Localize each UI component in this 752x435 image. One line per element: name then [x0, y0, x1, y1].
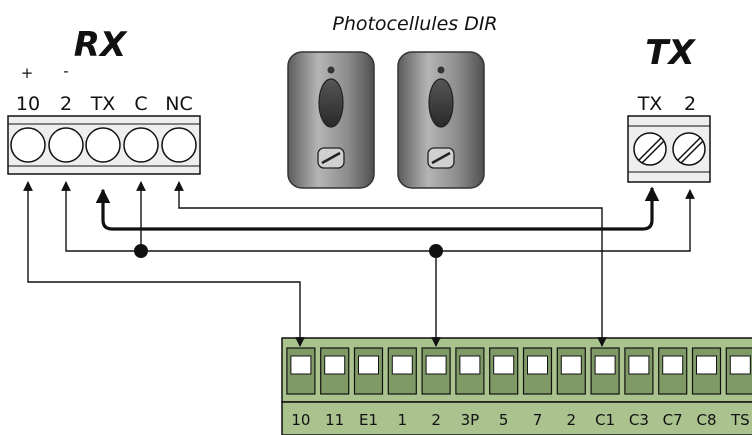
board-terminal-label: 5 [499, 411, 509, 429]
wire-rx2-tx2 [61, 181, 695, 252]
tx-title: TX [645, 33, 696, 73]
board-terminal-slot [489, 347, 519, 395]
board-terminal-slot [725, 347, 752, 395]
diagram-caption: Photocellules DIR [332, 13, 497, 35]
board-terminal-label: 2 [567, 411, 577, 429]
rx-terminal-labels: 10 2 TX C NC [16, 93, 193, 115]
rx-screw [85, 127, 121, 163]
rx-minus-sign: - [63, 62, 68, 80]
board-terminal-label: TS [730, 411, 750, 429]
board-terminal-label: 7 [533, 411, 543, 429]
board-terminal-label: 10 [291, 411, 310, 429]
rx-screw [10, 127, 46, 163]
board-terminal-slot [320, 347, 350, 395]
board-terminal-label: C1 [595, 411, 615, 429]
tx-terminal-label: 2 [684, 93, 696, 115]
board-terminal-label: E1 [359, 411, 378, 429]
board-terminal-slot [624, 347, 654, 395]
board-terminal-slot [658, 347, 688, 395]
device-led-icon [327, 66, 335, 74]
tx-terminal-label: TX [637, 93, 663, 115]
board-terminal-label: 11 [325, 411, 344, 429]
wire-rxnc-boardc1 [174, 181, 607, 347]
rx-screw [123, 127, 159, 163]
tx-terminal-block [627, 115, 711, 183]
board-terminal-label: 1 [398, 411, 408, 429]
board-terminal-label: C8 [696, 411, 716, 429]
rx-terminal-label: NC [165, 93, 192, 115]
board-terminal-label: 3P [461, 411, 480, 429]
rx-terminal-label: 2 [60, 93, 72, 115]
board-terminal-slot [353, 347, 384, 395]
wire-rx10-board10 [23, 181, 305, 347]
control-board-terminal-strip: 10 11 E1 1 2 3P 5 7 2 C1 C3 C7 C8 TS [281, 337, 752, 435]
junction-dot [429, 244, 443, 258]
board-terminal-slot [556, 347, 586, 395]
rx-terminal-label: C [134, 93, 147, 115]
device-lens-icon [428, 78, 454, 128]
board-terminal-label: C7 [663, 411, 683, 429]
rx-terminal-label: 10 [16, 93, 40, 115]
rx-plus-sign: + [21, 64, 34, 82]
board-terminal-slot [590, 347, 620, 395]
board-terminal-slot [691, 347, 722, 395]
device-lens-icon [318, 78, 344, 128]
board-terminal-label: C3 [629, 411, 649, 429]
board-terminal-slot [286, 347, 316, 395]
rx-title: RX [74, 25, 128, 65]
board-terminal-slot [387, 347, 417, 395]
wires [23, 181, 695, 347]
board-terminal-slot [455, 347, 485, 395]
rx-terminal-label: TX [90, 93, 116, 115]
photocell-device-right [397, 51, 485, 189]
board-terminal-label: 2 [431, 411, 441, 429]
rx-screw [161, 127, 197, 163]
junction-dot [134, 244, 148, 258]
board-terminal-slot [421, 347, 451, 395]
device-led-icon [437, 66, 445, 74]
photocell-device-left [287, 51, 375, 189]
board-terminal-slot [522, 347, 553, 395]
rx-screw [48, 127, 84, 163]
rx-terminal-block [7, 115, 201, 175]
